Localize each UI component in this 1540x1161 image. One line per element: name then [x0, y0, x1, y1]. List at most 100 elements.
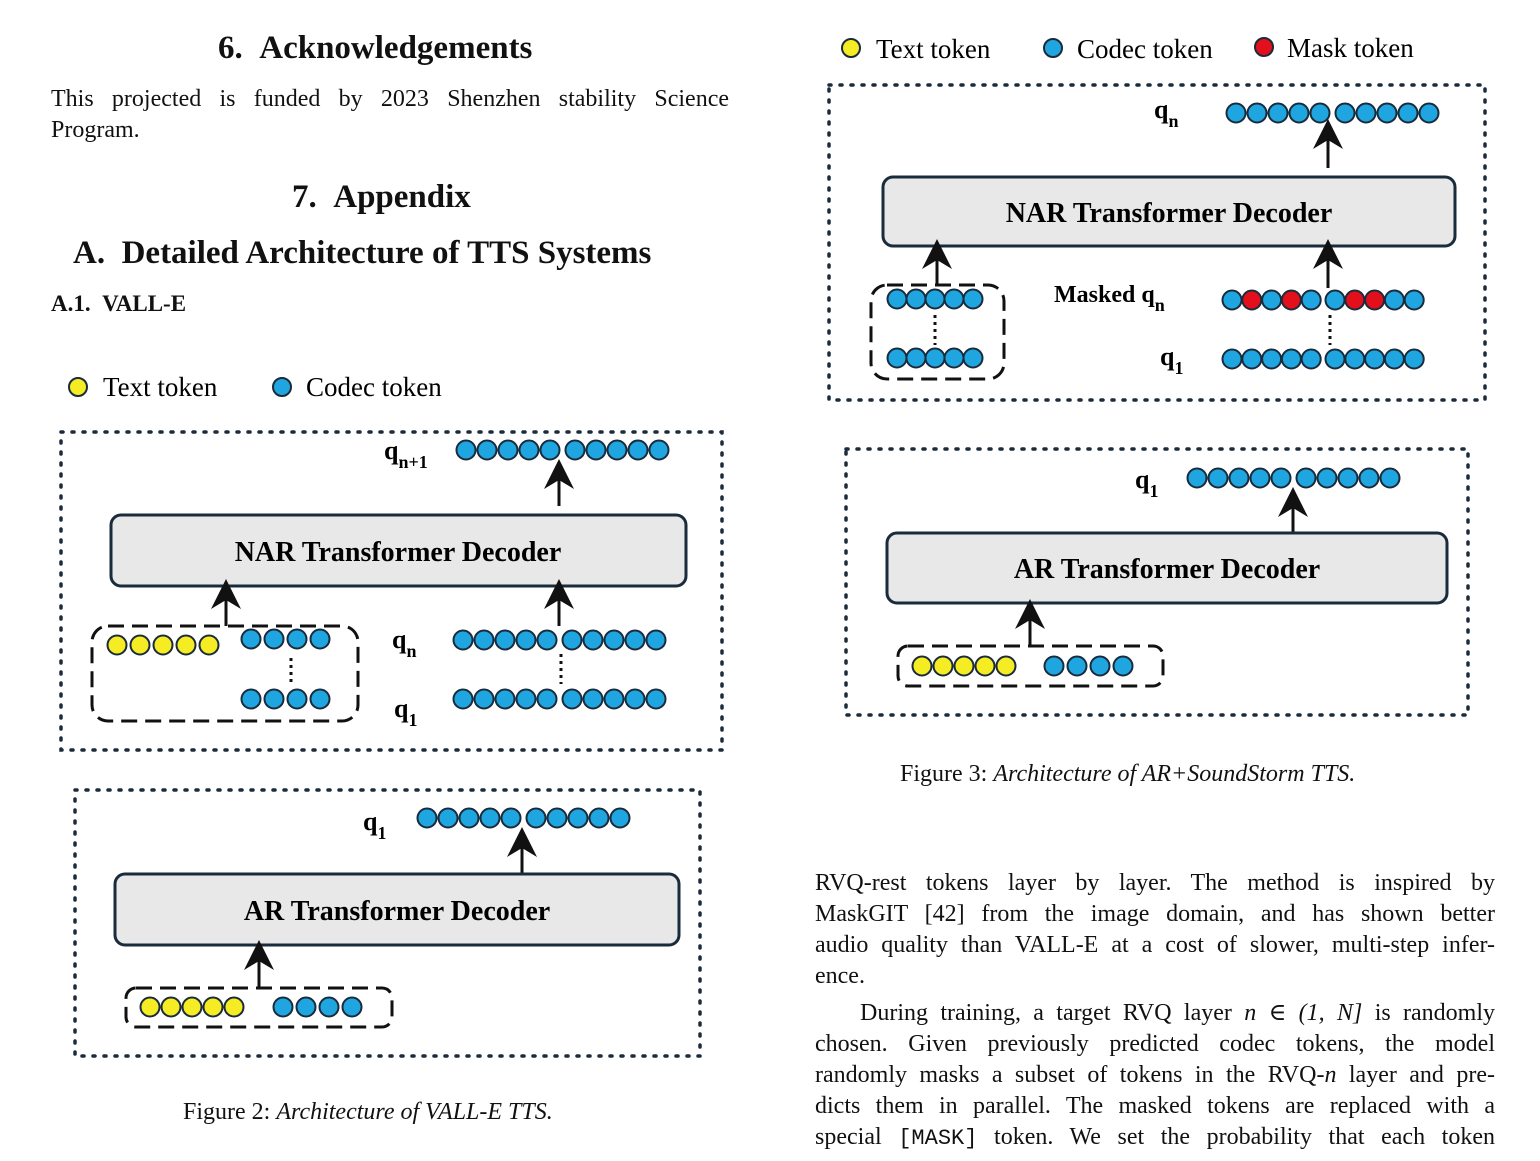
legend-label-codec-token: Codec token	[1077, 34, 1213, 64]
mask-token-legend-icon	[1254, 37, 1274, 57]
codec-token	[1324, 348, 1346, 370]
codec-token	[309, 688, 331, 710]
nar-decoder-label: NAR Transformer Decoder	[235, 537, 562, 568]
legend-label-text-token: Text token	[876, 34, 991, 64]
codec-token	[479, 807, 501, 829]
caption-prefix: Figure 2:	[183, 1099, 271, 1125]
paragraph-line: Program.	[51, 117, 140, 143]
codec-token	[561, 688, 583, 710]
paragraph-line: This projected is funded by 2023 Shenzhe…	[51, 86, 729, 112]
q-label-1: q1	[1160, 342, 1183, 378]
q-label-ar: q1	[363, 807, 386, 843]
codec-token	[452, 629, 474, 651]
subsection-number: A.1.	[51, 291, 91, 316]
codec-token	[648, 439, 670, 461]
figure-3-caption: Figure 3: Architecture of AR+SoundStorm …	[900, 761, 1355, 788]
paragraph-line: randomly masks a subset of tokens in the…	[815, 1062, 1496, 1088]
ar-decoder-label: AR Transformer Decoder	[1014, 554, 1320, 585]
codec-token-row-q1	[1221, 348, 1425, 370]
nar-decoder-box	[109, 513, 688, 588]
codec-token	[582, 629, 604, 651]
codec-token-legend-icon	[1043, 38, 1063, 58]
codec-token	[1241, 348, 1263, 370]
codec-token	[518, 439, 540, 461]
codec-token-row-ar-output	[1186, 467, 1401, 489]
paragraph-line: MaskGIT [42] from the image domain, and …	[815, 901, 1495, 927]
ar-decoder-box	[113, 872, 681, 947]
codec-token	[585, 439, 607, 461]
codec-token	[497, 439, 519, 461]
text-token-row	[911, 655, 1017, 677]
codec-token	[1300, 348, 1322, 370]
subsection-title: VALL-E	[102, 291, 187, 316]
text-token-row	[106, 634, 220, 656]
figure-2-valle-architecture: Text token Codec token qn+1 NAR Transfor…	[59, 372, 724, 1058]
codec-token	[1418, 102, 1440, 124]
paragraph-line: RVQ-rest tokens layer by layer. The meth…	[815, 870, 1495, 896]
codec-token	[473, 629, 495, 651]
codec-token	[1376, 102, 1398, 124]
paragraph-line: dicts them in parallel. The masked token…	[815, 1093, 1495, 1119]
section-heading-appendix-a: A. Detailed Architecture of TTS Systems	[73, 235, 651, 272]
codec-token	[943, 288, 965, 310]
mask-token	[1344, 289, 1366, 311]
math-expression: n ∈ (1, N]	[1244, 1000, 1363, 1026]
codec-token	[494, 629, 516, 651]
codec-token	[1043, 655, 1065, 677]
caption-title: Architecture of VALL-E TTS.	[276, 1099, 553, 1125]
text-token	[995, 655, 1017, 677]
figure-2-caption: Figure 2: Architecture of VALL-E TTS.	[183, 1099, 553, 1126]
codec-token-row-ar-output	[416, 807, 631, 829]
codec-token	[1267, 102, 1289, 124]
nar-stage-container	[59, 430, 724, 752]
codec-token	[1246, 102, 1268, 124]
codec-token-row-qn-prompt	[240, 628, 331, 650]
codec-token	[263, 688, 285, 710]
section-title: Acknowledgements	[259, 30, 533, 66]
codec-token	[1397, 102, 1419, 124]
legend-label-codec-token: Codec token	[306, 372, 442, 402]
text-token-legend-icon	[841, 38, 861, 58]
codec-token	[1249, 467, 1271, 489]
section-heading-appendix: 7. Appendix	[292, 179, 471, 216]
codec-token	[455, 439, 477, 461]
text-token	[911, 655, 933, 677]
codec-token	[1379, 467, 1401, 489]
codec-token	[1337, 467, 1359, 489]
codec-token	[437, 807, 459, 829]
codec-token	[943, 347, 965, 369]
codec-token	[1089, 655, 1111, 677]
section-number: A.	[73, 235, 106, 271]
text-token	[932, 655, 954, 677]
codec-token	[525, 807, 547, 829]
legend-label-mask-token: Mask token	[1287, 33, 1414, 63]
codec-token	[1221, 348, 1243, 370]
text-token	[953, 655, 975, 677]
codec-token	[1358, 467, 1380, 489]
caption-prefix: Figure 3:	[900, 761, 988, 787]
nar-stage-container	[827, 83, 1487, 402]
codec-token	[886, 288, 908, 310]
codec-token	[645, 688, 667, 710]
codec-token	[452, 688, 474, 710]
text-token	[974, 655, 996, 677]
codec-token	[1383, 289, 1405, 311]
codec-token	[1300, 289, 1322, 311]
q-label-1: q1	[394, 694, 417, 730]
codec-token	[886, 347, 908, 369]
codec-token	[341, 996, 363, 1018]
codec-token	[924, 347, 946, 369]
codec-token-row-top	[1225, 102, 1440, 124]
codec-token	[546, 807, 568, 829]
codec-token	[1309, 102, 1331, 124]
math-expression: n	[1324, 1062, 1337, 1088]
codec-token	[539, 439, 561, 461]
caption-title: Architecture of AR+SoundStorm TTS.	[993, 761, 1356, 787]
codec-token-row-q1	[452, 688, 667, 710]
codec-token	[1316, 467, 1338, 489]
text-token	[202, 996, 224, 1018]
text-token	[139, 996, 161, 1018]
codec-token	[295, 996, 317, 1018]
text-token	[181, 996, 203, 1018]
section-title: Appendix	[333, 179, 471, 215]
